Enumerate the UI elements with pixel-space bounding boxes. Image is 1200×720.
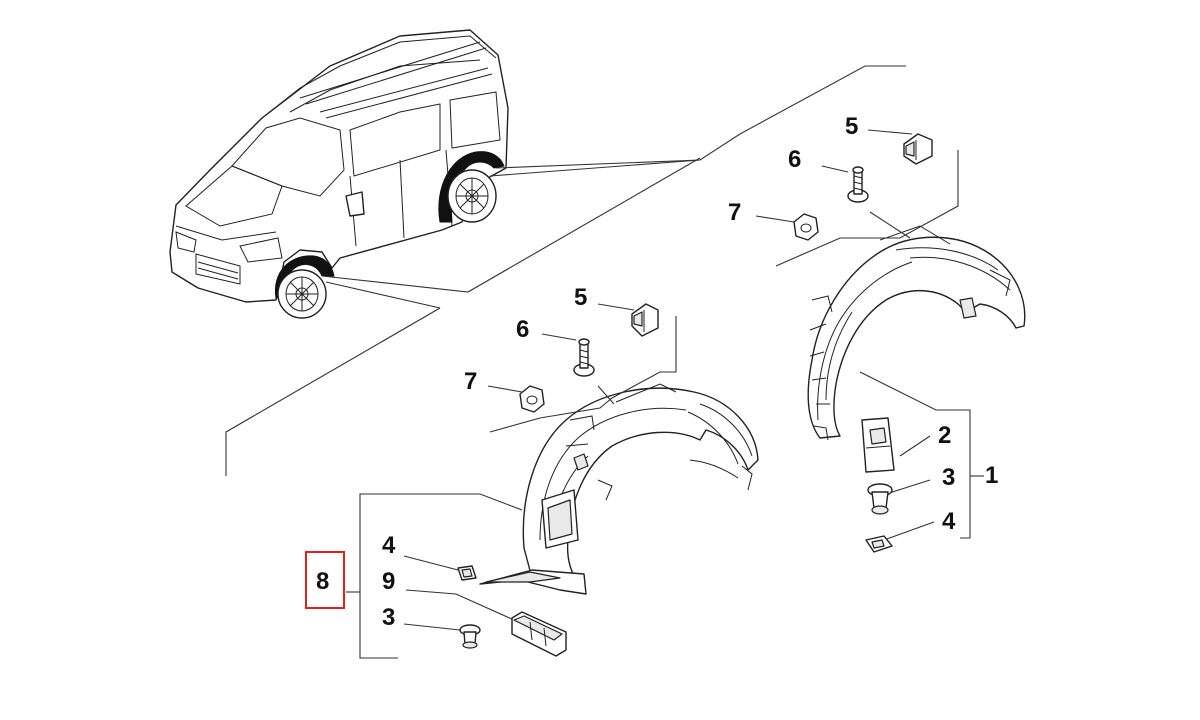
screw-part-6-mid [573,338,595,377]
right-assembly-guides [755,129,984,541]
clip-part-3-left [459,624,481,649]
bracket-part-2 [861,417,895,473]
callout-7-upper: 7 [728,199,742,226]
left-assembly-guides [346,303,677,659]
clip-part-5-upper [903,133,933,165]
clip-part-5-mid [631,303,659,337]
clip-part-4-right [865,535,893,553]
highlight-box-part-8 [305,551,345,609]
callout-7-mid: 7 [464,368,478,395]
rear-wheel-arch-liner [807,225,1026,441]
callout-1: 1 [985,462,999,489]
callout-8: 8 [316,568,330,595]
clip-part-4-left [457,565,477,581]
nut-part-7-upper [793,213,819,241]
callout-5-mid: 5 [574,284,588,311]
clip-part-3-right [867,483,893,515]
callout-4-right: 4 [942,508,956,535]
front-wheel-arch-liner [479,383,759,595]
callout-6-mid: 6 [516,316,530,343]
callout-3-left: 3 [382,604,396,631]
trim-strip-part-9 [511,611,567,657]
callout-3-right: 3 [942,464,956,491]
callout-4-left: 4 [382,532,396,559]
screw-part-6-upper [847,166,869,203]
callout-2: 2 [938,422,952,449]
callout-5-upper: 5 [845,113,859,140]
van-illustration [169,29,509,319]
nut-part-7-mid [519,385,545,413]
callout-9: 9 [382,568,396,595]
callout-6-upper: 6 [788,146,802,173]
zoom-guide-lines [225,65,906,476]
